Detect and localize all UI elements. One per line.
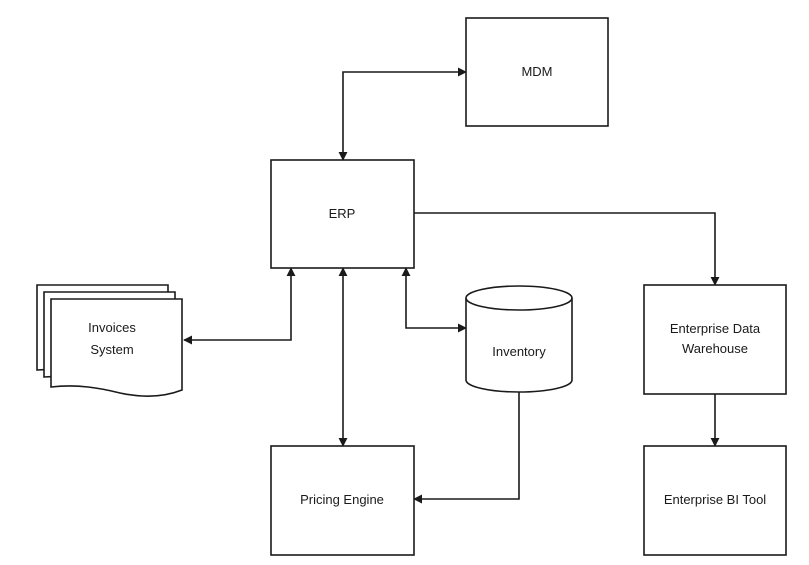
node-erp-label: ERP [329,206,356,221]
node-mdm-label: MDM [521,64,552,79]
edge-erp-mdm [338,67,467,161]
node-invoices-label-line1: Invoices [88,320,136,335]
node-invoices-system: Invoices System [36,284,183,397]
node-inventory: Inventory [465,285,573,393]
node-mdm: MDM [465,17,609,127]
edge-erp-edw [414,212,720,286]
node-invoices-label-line2: System [90,342,133,357]
node-enterprise-bi-tool: Enterprise BI Tool [643,445,787,556]
node-erp: ERP [270,159,415,269]
edge-erp-inventory [401,267,467,333]
edge-inventory-pricing [413,392,520,504]
node-pricing-label: Pricing Engine [300,492,384,507]
node-inventory-label: Inventory [492,344,546,359]
edge-erp-invoices [183,267,296,345]
node-enterprise-data-warehouse: Enterprise Data Warehouse [643,284,787,395]
node-pricing-engine: Pricing Engine [270,445,415,556]
node-edw-label-line2: Warehouse [682,341,748,356]
node-edw-label-line1: Enterprise Data [670,321,761,336]
node-bi-label: Enterprise BI Tool [664,492,766,507]
